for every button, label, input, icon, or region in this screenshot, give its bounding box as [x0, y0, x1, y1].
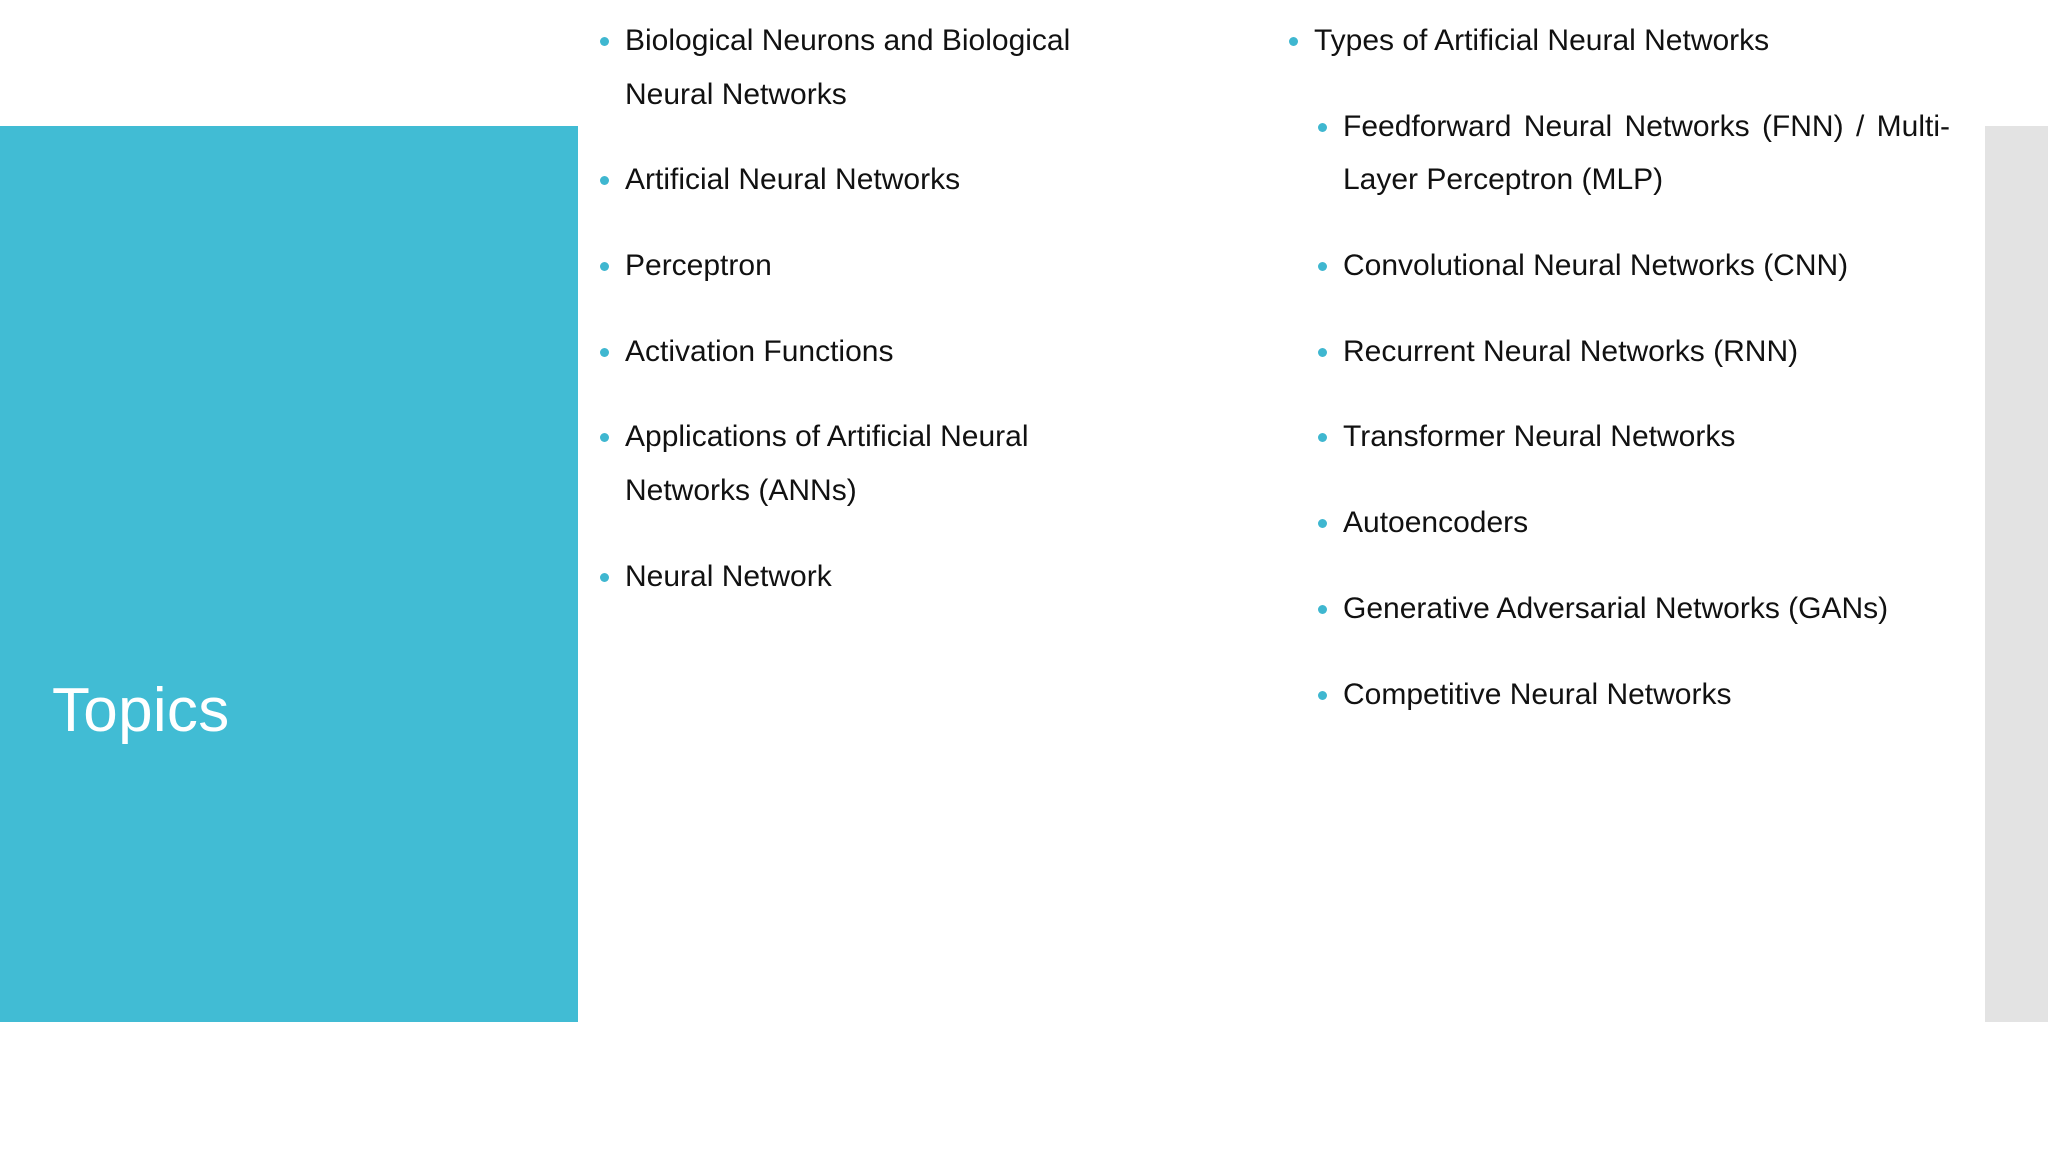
sub-list-item: Transformer Neural Networks	[1314, 410, 1950, 464]
bullet-dot-icon	[600, 433, 609, 443]
sub-list-item: Recurrent Neural Networks (RNN)	[1314, 325, 1950, 379]
list-item: Biological Neurons and Biological Neural…	[596, 14, 1156, 121]
bullet-dot-icon	[600, 262, 609, 272]
sub-list-item: Feedforward Neural Networks (FNN) / Mult…	[1314, 100, 1950, 207]
bullet-list-left: Biological Neurons and Biological Neural…	[596, 14, 1156, 604]
sub-list-item-label: Competitive Neural Networks	[1343, 677, 1732, 711]
sub-list-item-label: Autoencoders	[1343, 506, 1529, 540]
bullet-dot-icon	[1318, 690, 1327, 700]
list-item-label: Activation Functions	[625, 334, 894, 368]
sub-list-item: Competitive Neural Networks	[1314, 668, 1950, 722]
sub-list-item: Autoencoders	[1314, 496, 1950, 550]
bullet-dot-icon	[1318, 604, 1327, 614]
right-edge-panel	[1985, 126, 2048, 1022]
bullet-dot-icon	[1289, 37, 1298, 46]
bullet-dot-icon	[600, 176, 609, 186]
page-title: Topics	[52, 676, 230, 745]
sub-list-item-label: Feedforward Neural Networks (FNN) / Mult…	[1343, 109, 1950, 197]
list-item: Activation Functions	[596, 325, 1156, 379]
sub-list-item-label: Generative Adversarial Networks (GANs)	[1343, 591, 1889, 625]
sub-list-item: Convolutional Neural Networks (CNN)	[1314, 239, 1950, 293]
list-item-label: Biological Neurons and Biological Neural…	[625, 24, 1071, 111]
bullet-dot-icon	[600, 37, 609, 46]
bullet-list-right: Types of Artificial Neural Networks Feed…	[1285, 14, 1950, 721]
list-item-label: Neural Network	[625, 559, 832, 593]
column-right: Types of Artificial Neural Networks Feed…	[1285, 14, 1950, 721]
bullet-dot-icon	[1318, 519, 1327, 529]
bullet-dot-icon	[1318, 262, 1327, 272]
sub-list-item: Generative Adversarial Networks (GANs)	[1314, 582, 1950, 636]
bullet-dot-icon	[1318, 347, 1327, 357]
list-item: Types of Artificial Neural Networks Feed…	[1285, 14, 1950, 721]
list-item-label: Perceptron	[625, 249, 772, 283]
bullet-dot-icon	[600, 347, 609, 357]
list-item-label: Applications of Artificial Neural Networ…	[625, 420, 1029, 508]
sub-list-item-label: Recurrent Neural Networks (RNN)	[1343, 334, 1799, 368]
list-item: Applications of Artificial Neural Networ…	[596, 410, 1156, 517]
bullet-dot-icon	[1318, 122, 1327, 132]
list-item: Artificial Neural Networks	[596, 153, 1156, 207]
list-item-label: Types of Artificial Neural Networks	[1314, 24, 1770, 57]
sub-list-item-label: Convolutional Neural Networks (CNN)	[1343, 249, 1849, 283]
title-panel: Topics	[0, 126, 578, 1022]
bullet-dot-icon	[600, 572, 609, 582]
list-item: Perceptron	[596, 239, 1156, 293]
column-left: Biological Neurons and Biological Neural…	[596, 14, 1156, 604]
list-item: Neural Network	[596, 550, 1156, 604]
list-item-label: Artificial Neural Networks	[625, 163, 961, 197]
sub-list-item-label: Transformer Neural Networks	[1343, 420, 1736, 454]
sub-bullet-list-types: Feedforward Neural Networks (FNN) / Mult…	[1314, 100, 1950, 722]
bullet-dot-icon	[1318, 433, 1327, 443]
